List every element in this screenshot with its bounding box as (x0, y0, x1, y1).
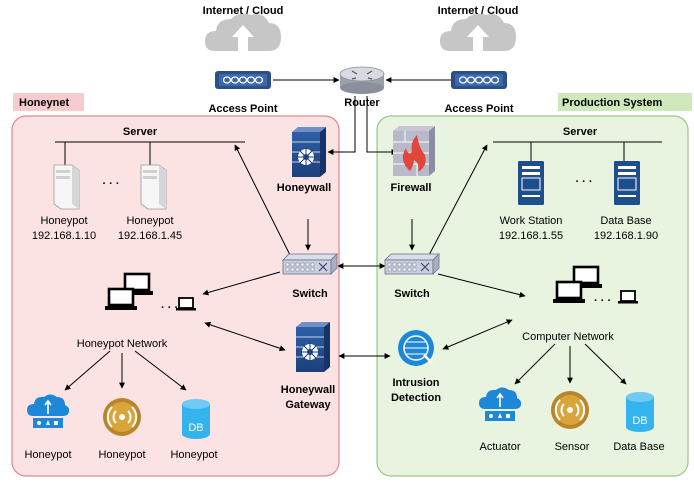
honeynet-title-bg (13, 93, 84, 111)
access-point-right-icon (450, 70, 508, 90)
honeypot-a-ip: 192.168.1.10 (32, 230, 96, 242)
data-base-icon: DB (626, 392, 654, 432)
honeynet-ellipsis: · · · (102, 178, 119, 190)
honeypot-server-a-icon (53, 164, 80, 210)
switch-right-label: Switch (394, 288, 430, 300)
switch-right-icon (384, 253, 440, 275)
production-title: Production System (562, 97, 662, 109)
honeypot-sensor-icon (102, 397, 142, 437)
production-server-label: Server (563, 126, 598, 138)
honeypot-network-icon: · · · (103, 272, 197, 314)
database-name: Data Base (600, 215, 651, 227)
production-title-bg (558, 93, 692, 111)
link-router-firewall (366, 96, 398, 155)
firewall-label: Firewall (391, 182, 432, 194)
workstation-name: Work Station (500, 215, 563, 227)
link-switch-computer-network (437, 273, 526, 298)
link-switch-production-server (427, 144, 488, 258)
database-server-icon (613, 160, 641, 206)
link-ids-computer-network (442, 319, 513, 350)
switch-left-label: Switch (292, 288, 328, 300)
honeypot-leaf-1-label: Honeypot (24, 449, 71, 461)
honeypot-network-label: Honeypot Network (77, 338, 168, 350)
honeypot-db-icon: DB (182, 399, 210, 439)
link-switch-honeypot-server (234, 144, 292, 258)
gateway-label-line1: Honeywall (281, 384, 335, 396)
cloud-right-icon (440, 13, 516, 58)
svg-text:DB: DB (188, 422, 203, 434)
access-point-left-icon (214, 70, 272, 90)
router-label: Router (344, 97, 380, 109)
ids-label-line2: Detection (391, 392, 441, 404)
honeywall-gateway-icon (295, 321, 331, 373)
svg-text:· · ·: · · · (594, 295, 611, 307)
sensor-icon (550, 390, 590, 430)
workstation-ip: 192.168.1.55 (499, 230, 563, 242)
gateway-label-line2: Gateway (285, 399, 331, 411)
honeypot-b-ip: 192.168.1.45 (118, 230, 182, 242)
honeypot-server-b-icon (140, 164, 167, 210)
link-switch-honeypot-network (202, 271, 281, 296)
access-point-right-label: Access Point (444, 103, 513, 115)
workstation-icon (517, 160, 545, 206)
honeypot-b-name: Honeypot (126, 215, 173, 227)
firewall-icon (393, 126, 435, 176)
switch-left-icon (282, 253, 338, 275)
link-router-honeywall (327, 96, 356, 155)
svg-text:· · ·: · · · (161, 302, 178, 314)
production-ellipsis: · · · (575, 176, 592, 188)
honeywall-label: Honeywall (277, 182, 331, 194)
honeypot-a-name: Honeypot (40, 215, 87, 227)
access-point-left-label: Access Point (208, 103, 277, 115)
connectors (55, 77, 662, 391)
computer-network-icon: · · · (551, 265, 639, 307)
honeywall-icon (291, 126, 327, 178)
computer-network-label: Computer Network (522, 331, 614, 343)
ids-label-line1: Intrusion (392, 377, 439, 389)
honeynet-panel (11, 115, 340, 477)
svg-text:DB: DB (632, 415, 647, 427)
database-ip: 192.168.1.90 (594, 230, 658, 242)
honeynet-title: Honeynet (19, 97, 69, 109)
cloud-left-icon (205, 13, 281, 58)
cloud-right-label: Internet / Cloud (438, 5, 519, 17)
actuator-label: Actuator (480, 441, 521, 453)
cloud-left-label: Internet / Cloud (203, 5, 284, 17)
sensor-label: Sensor (555, 441, 590, 453)
intrusion-detection-icon (398, 330, 434, 366)
data-base-label: Data Base (613, 441, 664, 453)
honeypot-leaf-2-label: Honeypot (98, 449, 145, 461)
honeynet-server-label: Server (123, 126, 158, 138)
honeypot-leaf-3-label: Honeypot (170, 449, 217, 461)
link-honeypot-network-gateway (204, 321, 286, 352)
router-icon (339, 66, 385, 94)
